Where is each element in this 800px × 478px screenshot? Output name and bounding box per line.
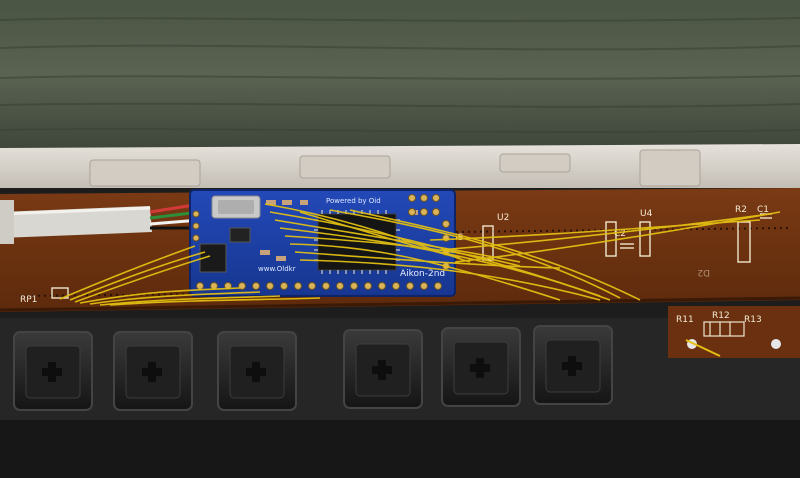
key-switch <box>441 327 521 407</box>
label-r11: R11 <box>676 315 694 325</box>
label-c1: C1 <box>757 205 769 215</box>
key-switch <box>217 331 297 411</box>
controller-pin-row <box>196 282 442 290</box>
label-u2: U2 <box>497 213 509 223</box>
key-switch <box>343 329 423 409</box>
label-u4: U4 <box>640 209 653 219</box>
wood-background <box>0 0 800 150</box>
pcb-via-row <box>449 227 791 233</box>
key-switch <box>113 331 193 411</box>
label-ss: SS <box>452 233 464 243</box>
label-c2: C2 <box>614 229 626 239</box>
yellow-wires <box>59 203 781 306</box>
right-pcb-patch: R11 R12 R13 <box>668 306 800 358</box>
label-rp1: RP1 <box>20 295 37 305</box>
controller-text-left: www.Oldkr <box>258 265 296 273</box>
case-clips <box>89 149 701 187</box>
controller-text-top: Powered by Oid <box>326 197 381 205</box>
usb-cable <box>0 200 201 244</box>
key-switch <box>13 331 93 411</box>
key-switch <box>533 325 613 405</box>
controller-text-right: Aikon-2nd <box>400 269 445 279</box>
wood-grain <box>0 17 800 133</box>
label-d2: D2 <box>697 267 710 277</box>
label-r12: R12 <box>712 311 730 321</box>
label-r2: R2 <box>735 205 747 215</box>
key-switch-row <box>13 325 613 411</box>
label-r13: R13 <box>744 315 762 325</box>
